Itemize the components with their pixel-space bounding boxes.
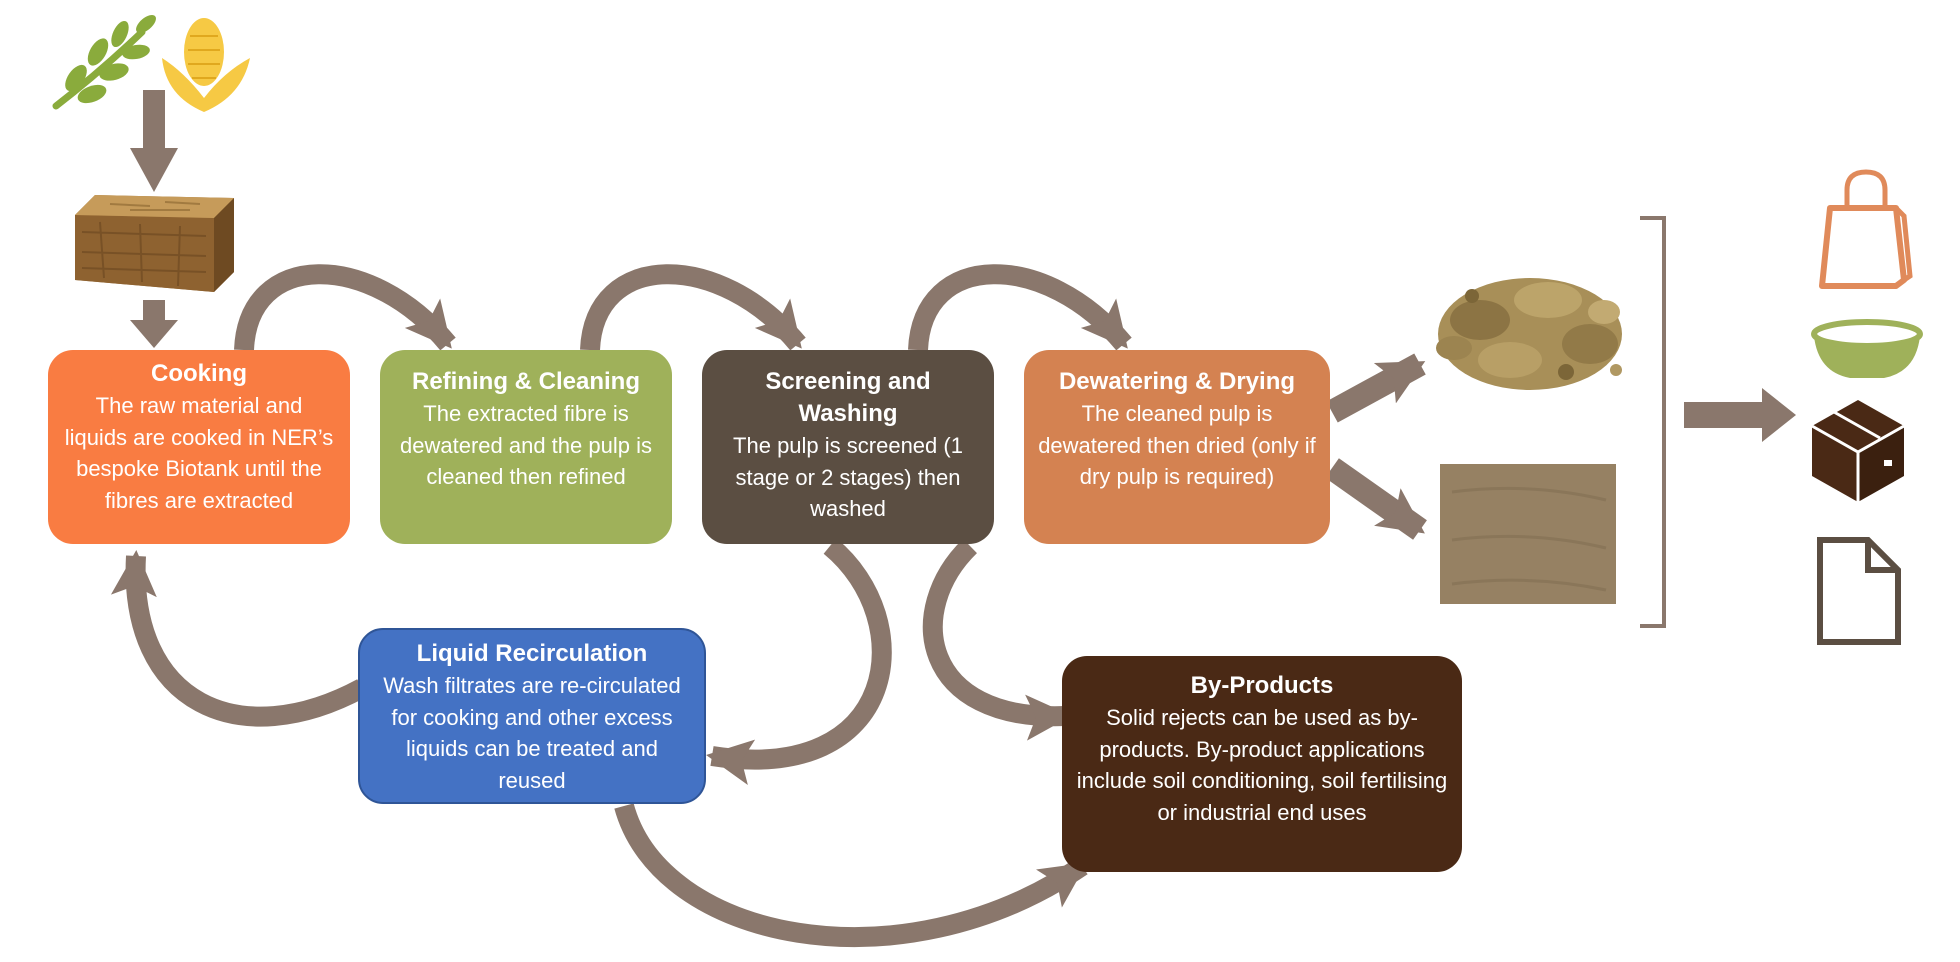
bowl-icon: [1811, 319, 1923, 378]
pulp-sheet-photo: [1440, 464, 1616, 604]
document-icon: [1817, 537, 1901, 645]
dewatering-drying-step: Dewatering & Drying The cleaned pulp is …: [1024, 350, 1330, 544]
byproducts-description: Solid rejects can be used as by-products…: [1076, 705, 1448, 825]
liquid-description: Wash filtrates are re-circulated for coo…: [383, 673, 681, 793]
arrow-liquid-to-byproducts: [614, 803, 1088, 948]
by-products-step: By-Products Solid rejects can be used as…: [1062, 656, 1462, 872]
products-arrow-head: [1762, 388, 1796, 442]
cooking-step: Cooking The raw material and liquids are…: [48, 350, 350, 544]
dry-pulp-photo: [1436, 278, 1622, 390]
arrow-screening-to-byproducts: [922, 538, 1072, 741]
products-arrow: [1684, 402, 1764, 428]
dewatering-title: Dewatering & Drying: [1058, 368, 1296, 395]
input-arrow-head: [130, 148, 178, 192]
dewatering-description: The cleaned pulp is dewatered then dried…: [1038, 401, 1316, 489]
arrow-liquid-to-cooking: [110, 550, 367, 727]
cooking-title: Cooking: [151, 360, 247, 387]
package-box-icon: [1811, 400, 1905, 502]
refining-title: Refining & Cleaning: [412, 368, 640, 395]
byproducts-title: By-Products: [1190, 672, 1334, 699]
input-arrow: [143, 90, 165, 148]
straw-to-cooking-arrow: [143, 300, 165, 320]
liquid-recirculation-step: Liquid Recirculation Wash filtrates are …: [358, 628, 706, 804]
screening-title: Screening and Washing: [765, 368, 931, 427]
straw-bale-icon: [75, 195, 234, 292]
arrow-to-dry-pulp: [1326, 353, 1426, 423]
screening-washing-step: Screening and Washing The pulp is screen…: [702, 350, 994, 544]
refining-description: The extracted fibre is dewatered and the…: [400, 401, 652, 489]
cooking-description: The raw material and liquids are cooked …: [64, 393, 334, 513]
corn-icon: [162, 18, 250, 112]
arrow-cooking-to-refining: [234, 264, 456, 351]
arrow-screening-to-liquid: [706, 538, 892, 785]
straw-to-cooking-arrow-head: [130, 320, 178, 348]
arrow-screening-to-dewatering: [908, 264, 1132, 351]
shopping-bag-icon: [1819, 169, 1913, 289]
refining-cleaning-step: Refining & Cleaning The extracted fibre …: [380, 350, 672, 544]
wheat-icon: [52, 15, 156, 110]
liquid-title: Liquid Recirculation: [416, 640, 648, 667]
output-bracket: [1640, 216, 1666, 628]
arrow-to-pulp-sheet: [1325, 458, 1427, 540]
screening-description: The pulp is screened (1 stage or 2 stage…: [733, 433, 963, 521]
arrow-refining-to-screening: [580, 264, 806, 351]
